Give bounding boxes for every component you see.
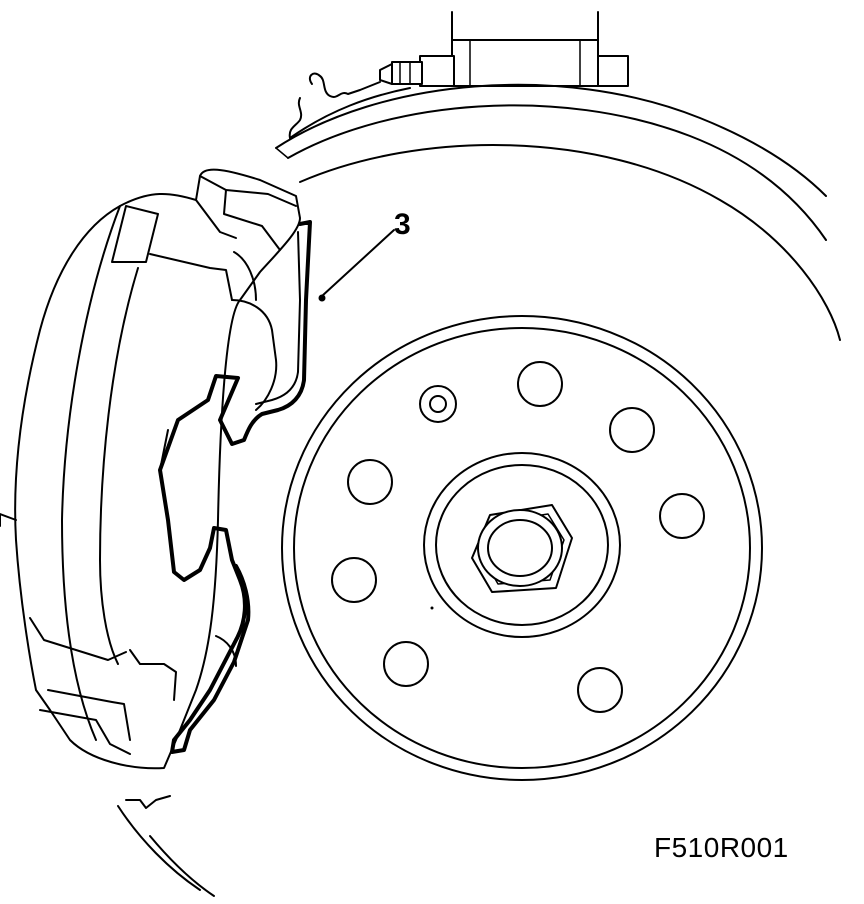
backing-plate: [275, 83, 827, 241]
bolt-hole: [609, 407, 655, 453]
figure-id: F510R001: [654, 832, 789, 863]
wheel-bolt-holes: [331, 361, 705, 713]
bolt-hole: [577, 667, 623, 713]
bolt-hole: [517, 361, 563, 407]
bolt-hole: [383, 641, 429, 687]
bolt-hole: [331, 557, 377, 603]
callout-label: 3: [394, 208, 411, 241]
wheel-hub: [281, 315, 763, 781]
callout-3: 3: [318, 208, 411, 302]
brake-disc: [117, 144, 841, 897]
locating-screw: [419, 385, 457, 423]
leader-line: [321, 229, 395, 297]
leader-dot: [318, 294, 326, 302]
bolt-hole: [347, 459, 393, 505]
bolt-hole: [659, 493, 705, 539]
caliper-bracket-top: [288, 11, 629, 139]
brake-caliper: [0, 168, 301, 770]
pad-retaining-spring: [158, 220, 312, 754]
